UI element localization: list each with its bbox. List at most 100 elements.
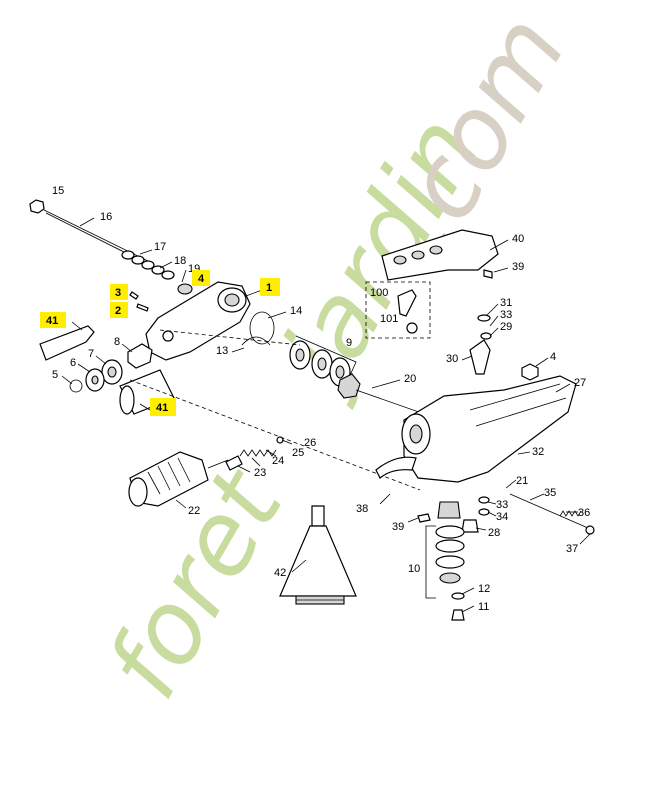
part-39-screw-lower	[417, 513, 431, 523]
label-4-right: 4	[550, 351, 556, 363]
part-7-bearing-inner	[107, 366, 117, 378]
highlight-1	[260, 278, 280, 296]
label-3-highlighted: 3	[115, 287, 121, 299]
label-21: 21	[516, 475, 528, 487]
part-31-clip	[477, 314, 491, 322]
highlight-3	[110, 284, 128, 300]
bracket-9	[295, 335, 357, 381]
label-29: 29	[500, 321, 512, 333]
label-17: 17	[154, 241, 166, 253]
part-101-screw	[406, 322, 418, 334]
part-100-lever	[397, 289, 417, 317]
label-35: 35	[544, 487, 556, 499]
label-100: 100	[370, 287, 388, 299]
label-33-upper: 33	[500, 309, 512, 321]
label-18: 18	[174, 255, 186, 267]
part-6-bearing-inner	[91, 375, 99, 385]
part-33-washer	[478, 496, 490, 504]
label-22: 22	[188, 505, 200, 517]
part-24-spring	[239, 449, 277, 457]
right-assembly	[61, 217, 595, 621]
label-30: 30	[446, 353, 458, 365]
part-1-bore-inner	[224, 293, 240, 307]
part-22-grip-ribs	[147, 457, 191, 495]
left-assembly	[29, 199, 437, 507]
left-leaders	[61, 217, 307, 573]
part-40-bracket	[381, 229, 499, 281]
part-34-washer	[478, 508, 490, 516]
part-37-ball	[585, 525, 595, 535]
part-5-ring	[69, 379, 83, 393]
part-1-boss	[162, 330, 174, 342]
part-29-pin	[480, 332, 492, 340]
highlight-4a	[192, 270, 210, 286]
label-36: 36	[578, 507, 590, 519]
label-1-highlighted: 1	[266, 282, 272, 294]
label-39-lower: 39	[392, 521, 404, 533]
part-41-tube-end	[119, 385, 135, 415]
label-101: 101	[380, 313, 398, 325]
part-13-ring	[241, 336, 271, 346]
label-8: 8	[114, 336, 120, 348]
highlight-2	[110, 302, 128, 318]
part-22-rod	[207, 459, 229, 469]
part-4-bush	[177, 283, 193, 295]
label-4-highlighted: 4	[198, 273, 205, 285]
label-24: 24	[272, 455, 284, 467]
guide-line-1	[129, 379, 421, 491]
label-20: 20	[404, 373, 416, 385]
label-2-highlighted: 2	[115, 305, 121, 317]
part-2-screw	[136, 303, 149, 312]
part-40-holes	[393, 245, 443, 265]
label-31: 31	[500, 297, 512, 309]
watermark-prefix: foret	[84, 449, 306, 717]
part-8-gear	[127, 343, 153, 369]
label-32: 32	[532, 446, 544, 458]
part-27-edge-1	[469, 383, 561, 411]
part-3-screw	[129, 291, 139, 300]
bracket-10	[425, 525, 436, 599]
label-7: 7	[88, 348, 94, 360]
label-41-lower: 41	[156, 402, 168, 414]
part-11-bolt	[451, 609, 465, 621]
part-27-flange-inner	[409, 424, 423, 444]
part-23-plug	[225, 455, 243, 471]
label-40: 40	[512, 233, 524, 245]
guide-line-2	[159, 329, 301, 346]
part-38-arc	[375, 456, 417, 479]
label-13: 13	[216, 345, 228, 357]
part-42-grease-tube	[279, 505, 357, 605]
part-28-bush	[461, 519, 479, 533]
part-36-spring	[559, 510, 582, 517]
label-11: 11	[478, 601, 489, 613]
label-12: 12	[478, 583, 490, 595]
highlight-41a	[40, 312, 66, 328]
label-10: 10	[408, 563, 420, 575]
label-37: 37	[566, 543, 578, 555]
label-25: 25	[292, 447, 304, 459]
part-41-guard	[39, 325, 95, 361]
label-38: 38	[356, 503, 368, 515]
label-34: 34	[496, 511, 508, 523]
label-6: 6	[70, 357, 76, 369]
label-42: 42	[274, 567, 286, 579]
part-17-18-washers	[121, 250, 175, 280]
label-33-lower: 33	[496, 499, 508, 511]
label-39-upper: 39	[512, 261, 524, 273]
part-30-lever	[469, 339, 491, 375]
label-26: 26	[304, 437, 316, 449]
part-4-nut	[521, 363, 539, 381]
label-27: 27	[574, 377, 586, 389]
part-20-gear	[337, 373, 361, 399]
part-12-washer	[451, 592, 465, 600]
subassembly-box	[365, 281, 431, 339]
part-27-gearbox	[403, 375, 577, 483]
part-10-gears	[435, 501, 465, 584]
part-labels: 15 16 17 18 19 4 3 2 1 14 41 41 8 7 6 5 …	[40, 185, 590, 613]
label-23: 23	[254, 467, 266, 479]
label-5: 5	[52, 369, 58, 381]
part-27-edge-2	[475, 397, 567, 427]
highlight-41b	[150, 398, 176, 416]
part-22-grip-end	[128, 477, 148, 507]
